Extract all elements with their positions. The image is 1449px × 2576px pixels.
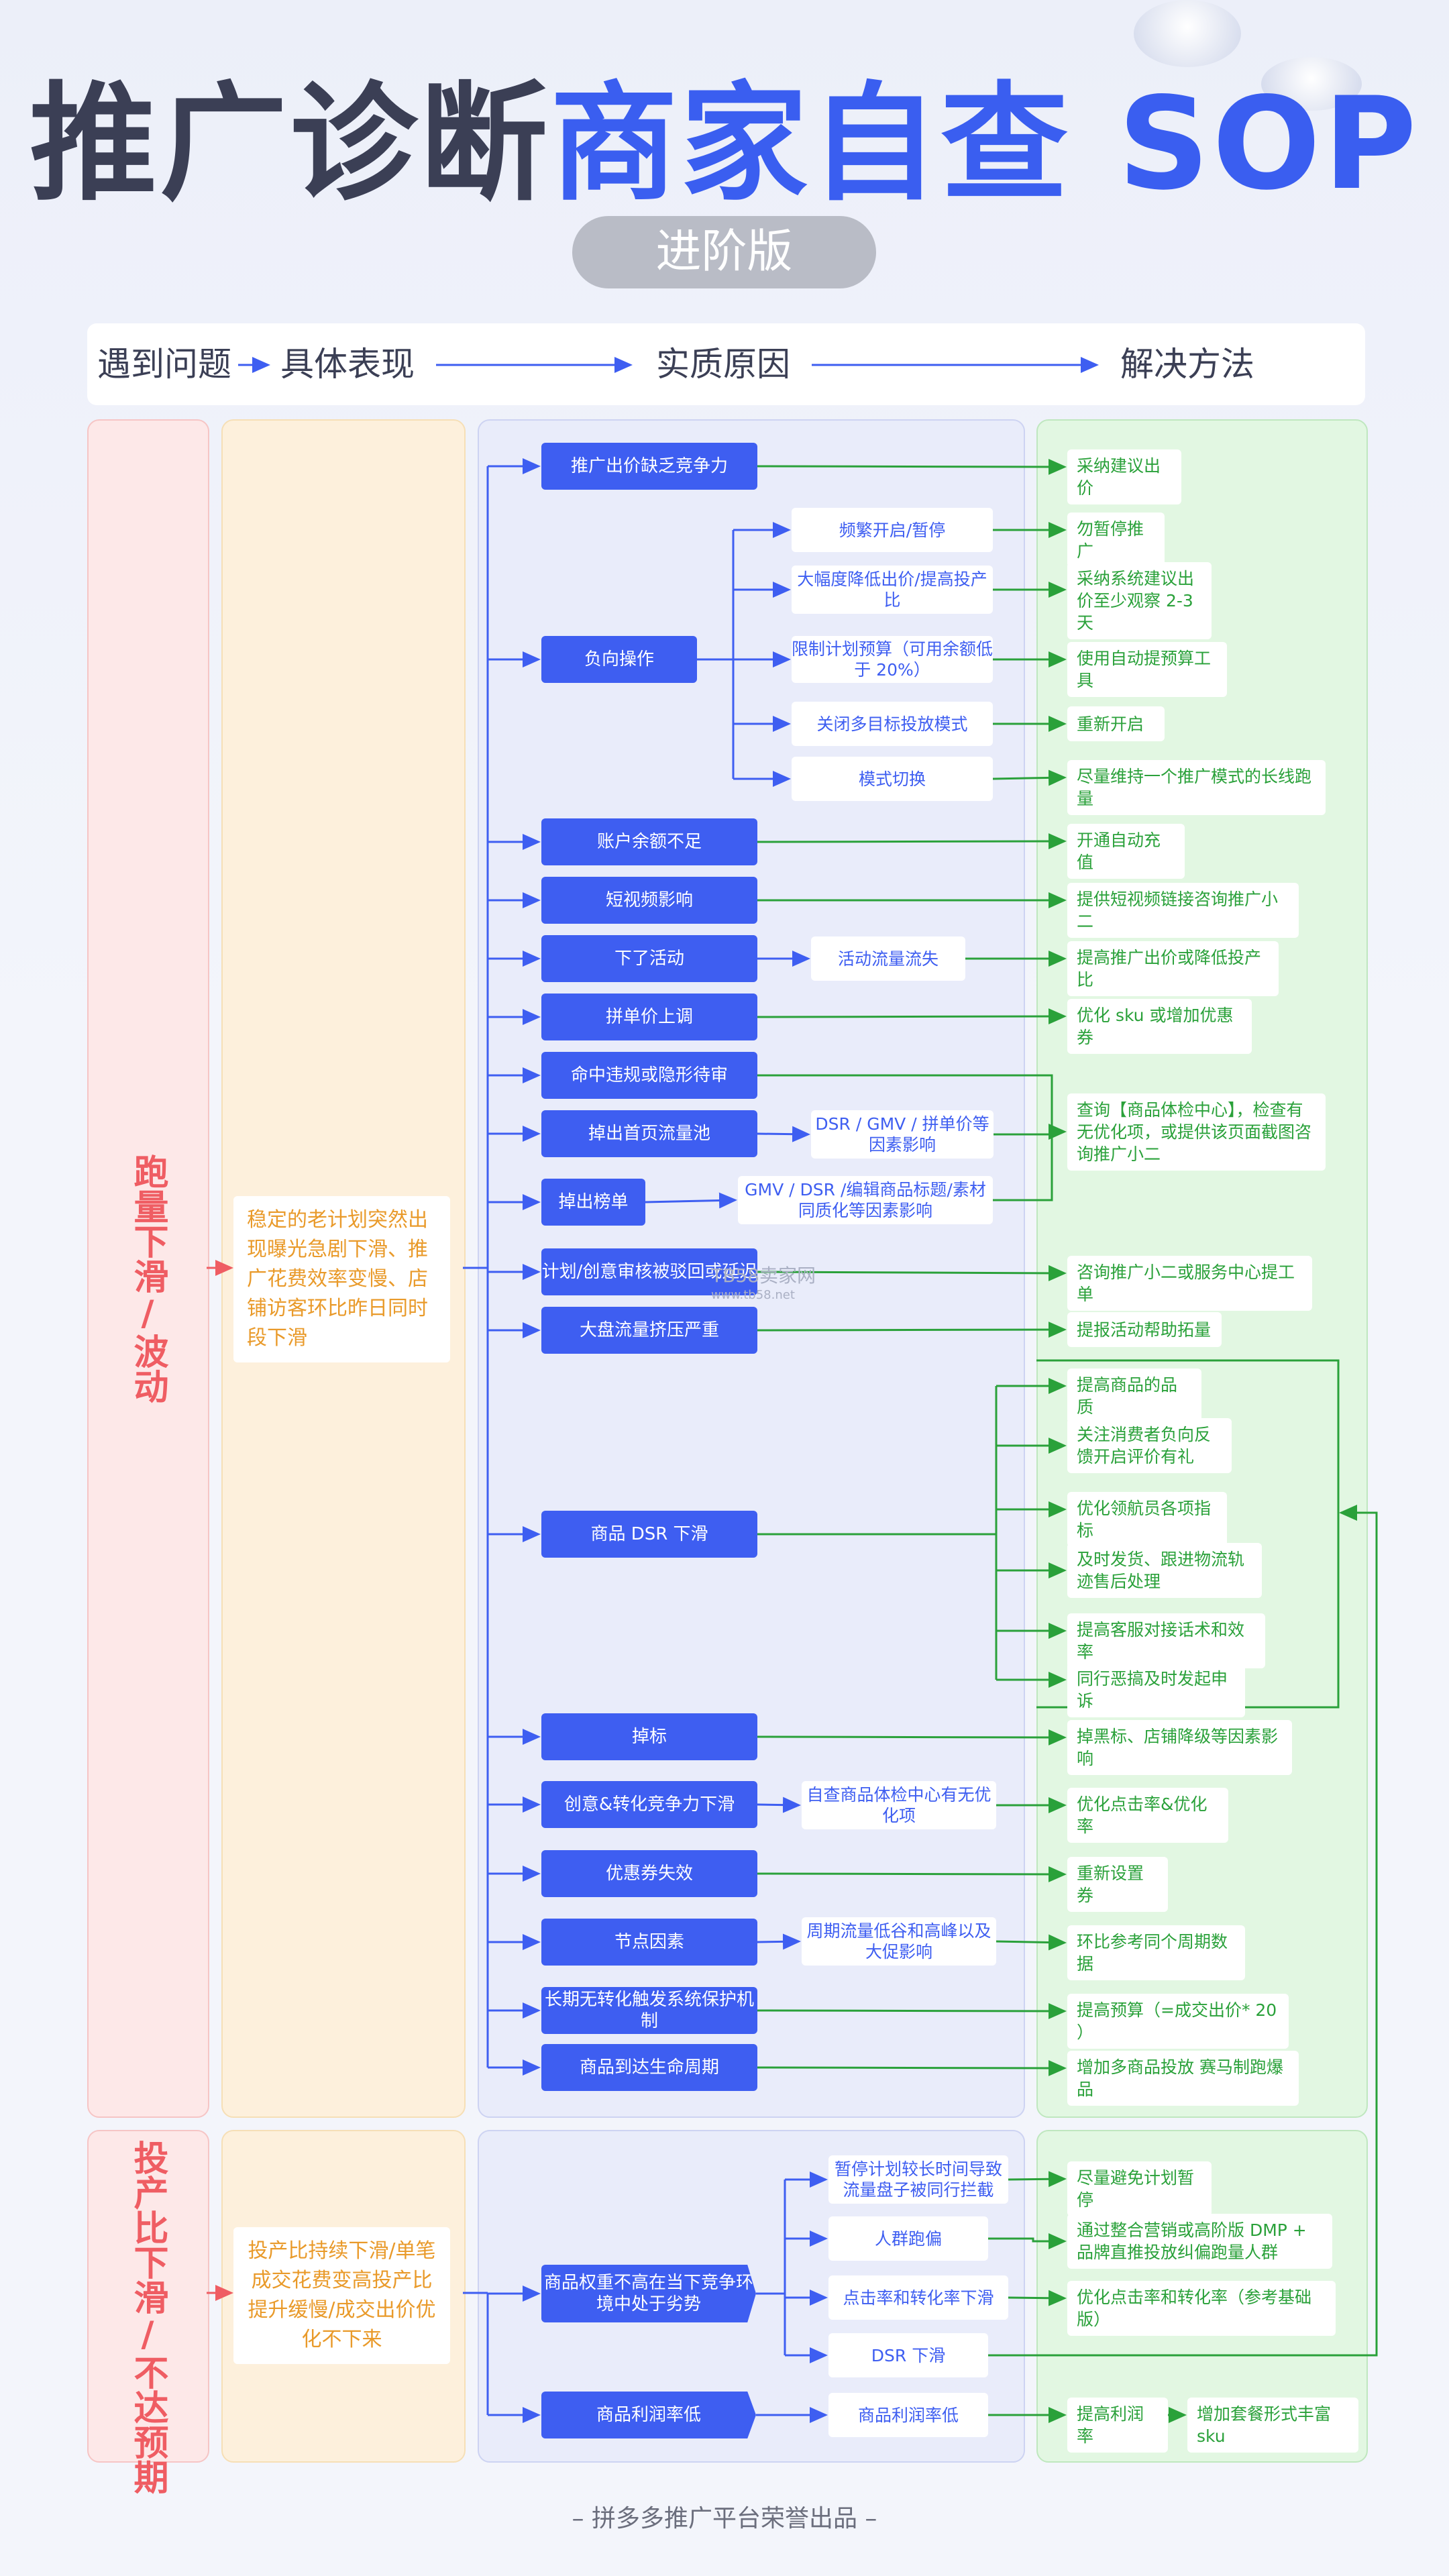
problem-label-text: 跑量下滑/波动	[127, 1154, 168, 1403]
cause-14: 创意&转化竞争力下滑	[541, 1781, 757, 1828]
cause-15: 优惠券失效	[541, 1850, 757, 1897]
header-col-symptom: 具体表现	[280, 345, 415, 384]
cause-d1a: 暂停计划较长时间导致流量盘子被同行拦截	[828, 2155, 1008, 2204]
cause-2e: 模式切换	[792, 757, 993, 801]
cause-16: 节点因素	[541, 1919, 757, 1966]
solution-12e: 提高客服对接话术和效率	[1067, 1613, 1265, 1668]
cause-18: 商品到达生命周期	[541, 2044, 757, 2091]
cause-7: 命中违规或隐形待审	[541, 1052, 757, 1099]
solution-arrow	[757, 1008, 1067, 1025]
solution-17: 提高预算（=成交出价* 20 ）	[1067, 1994, 1289, 2049]
solution-3: 开通自动充值	[1067, 824, 1185, 879]
solution-14: 优化点击率&优化率	[1067, 1788, 1228, 1843]
solution-13: 掉黑标、店铺降级等因素影响	[1067, 1720, 1292, 1775]
solution-12a: 提高商品的品质	[1067, 1368, 1201, 1424]
sub-arrow	[645, 1192, 737, 1209]
problem-label-text: 投产比下滑/不达预期	[127, 2140, 168, 2494]
solution-2c: 使用自动提预算工具	[1067, 642, 1227, 697]
cause-8: 掉出首页流量池	[541, 1110, 757, 1157]
solution-12b: 关注消费者负向反馈开启评价有礼	[1067, 1418, 1232, 1473]
solution-arrow	[1008, 2171, 1067, 2188]
cause-14a: 自查商品体检中心有无优化项	[802, 1781, 996, 1829]
solution-arrow	[988, 2233, 1067, 2249]
symptom-box-2: 投产比持续下滑/单笔成交花费变高投产比提升缓慢/成交出价优化不下来	[233, 2227, 450, 2364]
cause-d1d: DSR 下滑	[828, 2333, 988, 2377]
cause-9: 掉出榜单	[541, 1179, 645, 1226]
solution-t2: 通过整合营销或高阶版 DMP + 品牌直推投放纠偏跑量人群	[1067, 2214, 1332, 2269]
solution-16: 环比参考同个周期数据	[1067, 1925, 1245, 1980]
cause-1: 推广出价缺乏竞争力	[541, 443, 757, 490]
cause-17: 长期无转化触发系统保护机制	[541, 1987, 757, 2034]
problem-label-2: 投产比下滑/不达预期	[121, 2140, 174, 2504]
cause-d1b: 人群跑偏	[828, 2216, 988, 2261]
column-header: 遇到问题 具体表现 实质原因 解决方法	[87, 323, 1365, 405]
cause-2a: 频繁开启/暂停	[792, 508, 993, 552]
problem-panel-2	[87, 2130, 209, 2463]
decorative-coin	[1134, 0, 1241, 67]
sub-arrow	[757, 1933, 801, 1950]
solution-6: 优化 sku 或增加优惠券	[1067, 999, 1252, 1054]
cause-13: 掉标	[541, 1713, 757, 1760]
solution-15: 重新设置券	[1067, 1857, 1168, 1912]
header-col-solution: 解决方法	[1120, 345, 1254, 384]
cause-4: 短视频影响	[541, 877, 757, 924]
watermark-url: www.tb58.net	[711, 1288, 795, 1302]
cause-12: 商品 DSR 下滑	[541, 1511, 757, 1558]
solution-arrow	[996, 1934, 1067, 1951]
cause-d2a: 商品利润率低	[828, 2393, 988, 2437]
solution-arrow	[757, 833, 1067, 850]
cause-d1c: 点击率和转化率下滑	[828, 2275, 1008, 2320]
solution-11: 提报活动帮助拓量	[1067, 1312, 1222, 1347]
cause-2d: 关闭多目标投放模式	[792, 702, 993, 746]
solution-t4: 提高利润率	[1067, 2398, 1168, 2453]
solution-2d: 重新开启	[1067, 706, 1165, 741]
solution-arrow	[757, 458, 1067, 475]
solution-18: 增加多商品投放 赛马制跑爆品	[1067, 2051, 1299, 2106]
version-badge: 进阶版	[572, 216, 876, 288]
cause-11: 大盘流量挤压严重	[541, 1307, 757, 1354]
solution-2b: 采纳系统建议出价至少观察 2-3 天	[1067, 562, 1212, 639]
cause-2: 负向操作	[541, 636, 697, 683]
cause-5: 下了活动	[541, 935, 757, 982]
loop-connector	[988, 1505, 1378, 2357]
solution-7: 查询【商品体检中心】，检查有无优化项，或提供该页面截图咨询推广小二	[1067, 1093, 1326, 1171]
cause-d2: 商品利润率低	[541, 2392, 756, 2438]
watermark-name: TB58卖家网	[711, 1265, 816, 1287]
solution-12c: 优化领航员各项指标	[1067, 1492, 1227, 1547]
cause-2b: 大幅度降低出价/提高投产比	[792, 566, 993, 614]
solution-12f: 同行恶搞及时发起申诉	[1067, 1662, 1245, 1717]
solution-10: 咨询推广小二或服务中心提工单	[1067, 1256, 1312, 1311]
solution-t3: 优化点击率和转化率（参考基础版）	[1067, 2281, 1336, 2336]
solution-2e: 尽量维持一个推广模式的长线跑量	[1067, 760, 1326, 815]
cause-d1: 商品权重不高在当下竞争环境中处于劣势	[541, 2265, 756, 2322]
cause-8a: DSR / GMV / 拼单价等因素影响	[811, 1110, 994, 1159]
cause-9a: GMV / DSR /编辑商品标题/素材同质化等因素影响	[738, 1176, 993, 1224]
cause-10: 计划/创意审核被驳回或延迟	[541, 1248, 757, 1295]
symptom-box-1: 稳定的老计划突然出现曝光急剧下滑、推广花费效率变慢、店铺访客环比昨日同时段下滑	[233, 1196, 450, 1362]
solution-2a: 勿暂停推广	[1067, 513, 1165, 568]
cause-2c: 限制计划预算（可用余额低于 20%）	[792, 636, 993, 683]
cause-6: 拼单价上调	[541, 994, 757, 1040]
solution-12d: 及时发货、跟进物流轨迹售后处理	[1067, 1543, 1262, 1598]
solution-t5: 增加套餐形式丰富 sku	[1187, 2398, 1358, 2453]
solution-arrow	[992, 769, 1067, 786]
footer: – 拼多多推广平台荣誉出品 –	[572, 2505, 877, 2532]
cause-5a: 活动流量流失	[811, 936, 965, 981]
solution-arrow	[757, 2002, 1067, 2019]
cause-3: 账户余额不足	[541, 818, 757, 865]
solution-1: 采纳建议出价	[1067, 449, 1181, 504]
solution-t1: 尽量避免计划暂停	[1067, 2161, 1212, 2216]
page-title: 推广诊断商家自查 SOP	[30, 70, 1419, 218]
decorative-coin	[1261, 57, 1362, 111]
header-col-problem: 遇到问题	[97, 345, 231, 384]
problem-label-1: 跑量下滑/波动	[121, 1154, 174, 1413]
cause-16a: 周期流量低谷和高峰以及大促影响	[802, 1917, 996, 1966]
header-col-cause: 实质原因	[656, 345, 790, 384]
watermark: TB58卖家网 www.tb58.net	[711, 1261, 816, 1302]
solution-5: 提高推广出价或降低投产比	[1067, 941, 1279, 996]
solution-arrow	[757, 1265, 1067, 1281]
solution-4: 提供短视频链接咨询推广小二	[1067, 883, 1299, 938]
